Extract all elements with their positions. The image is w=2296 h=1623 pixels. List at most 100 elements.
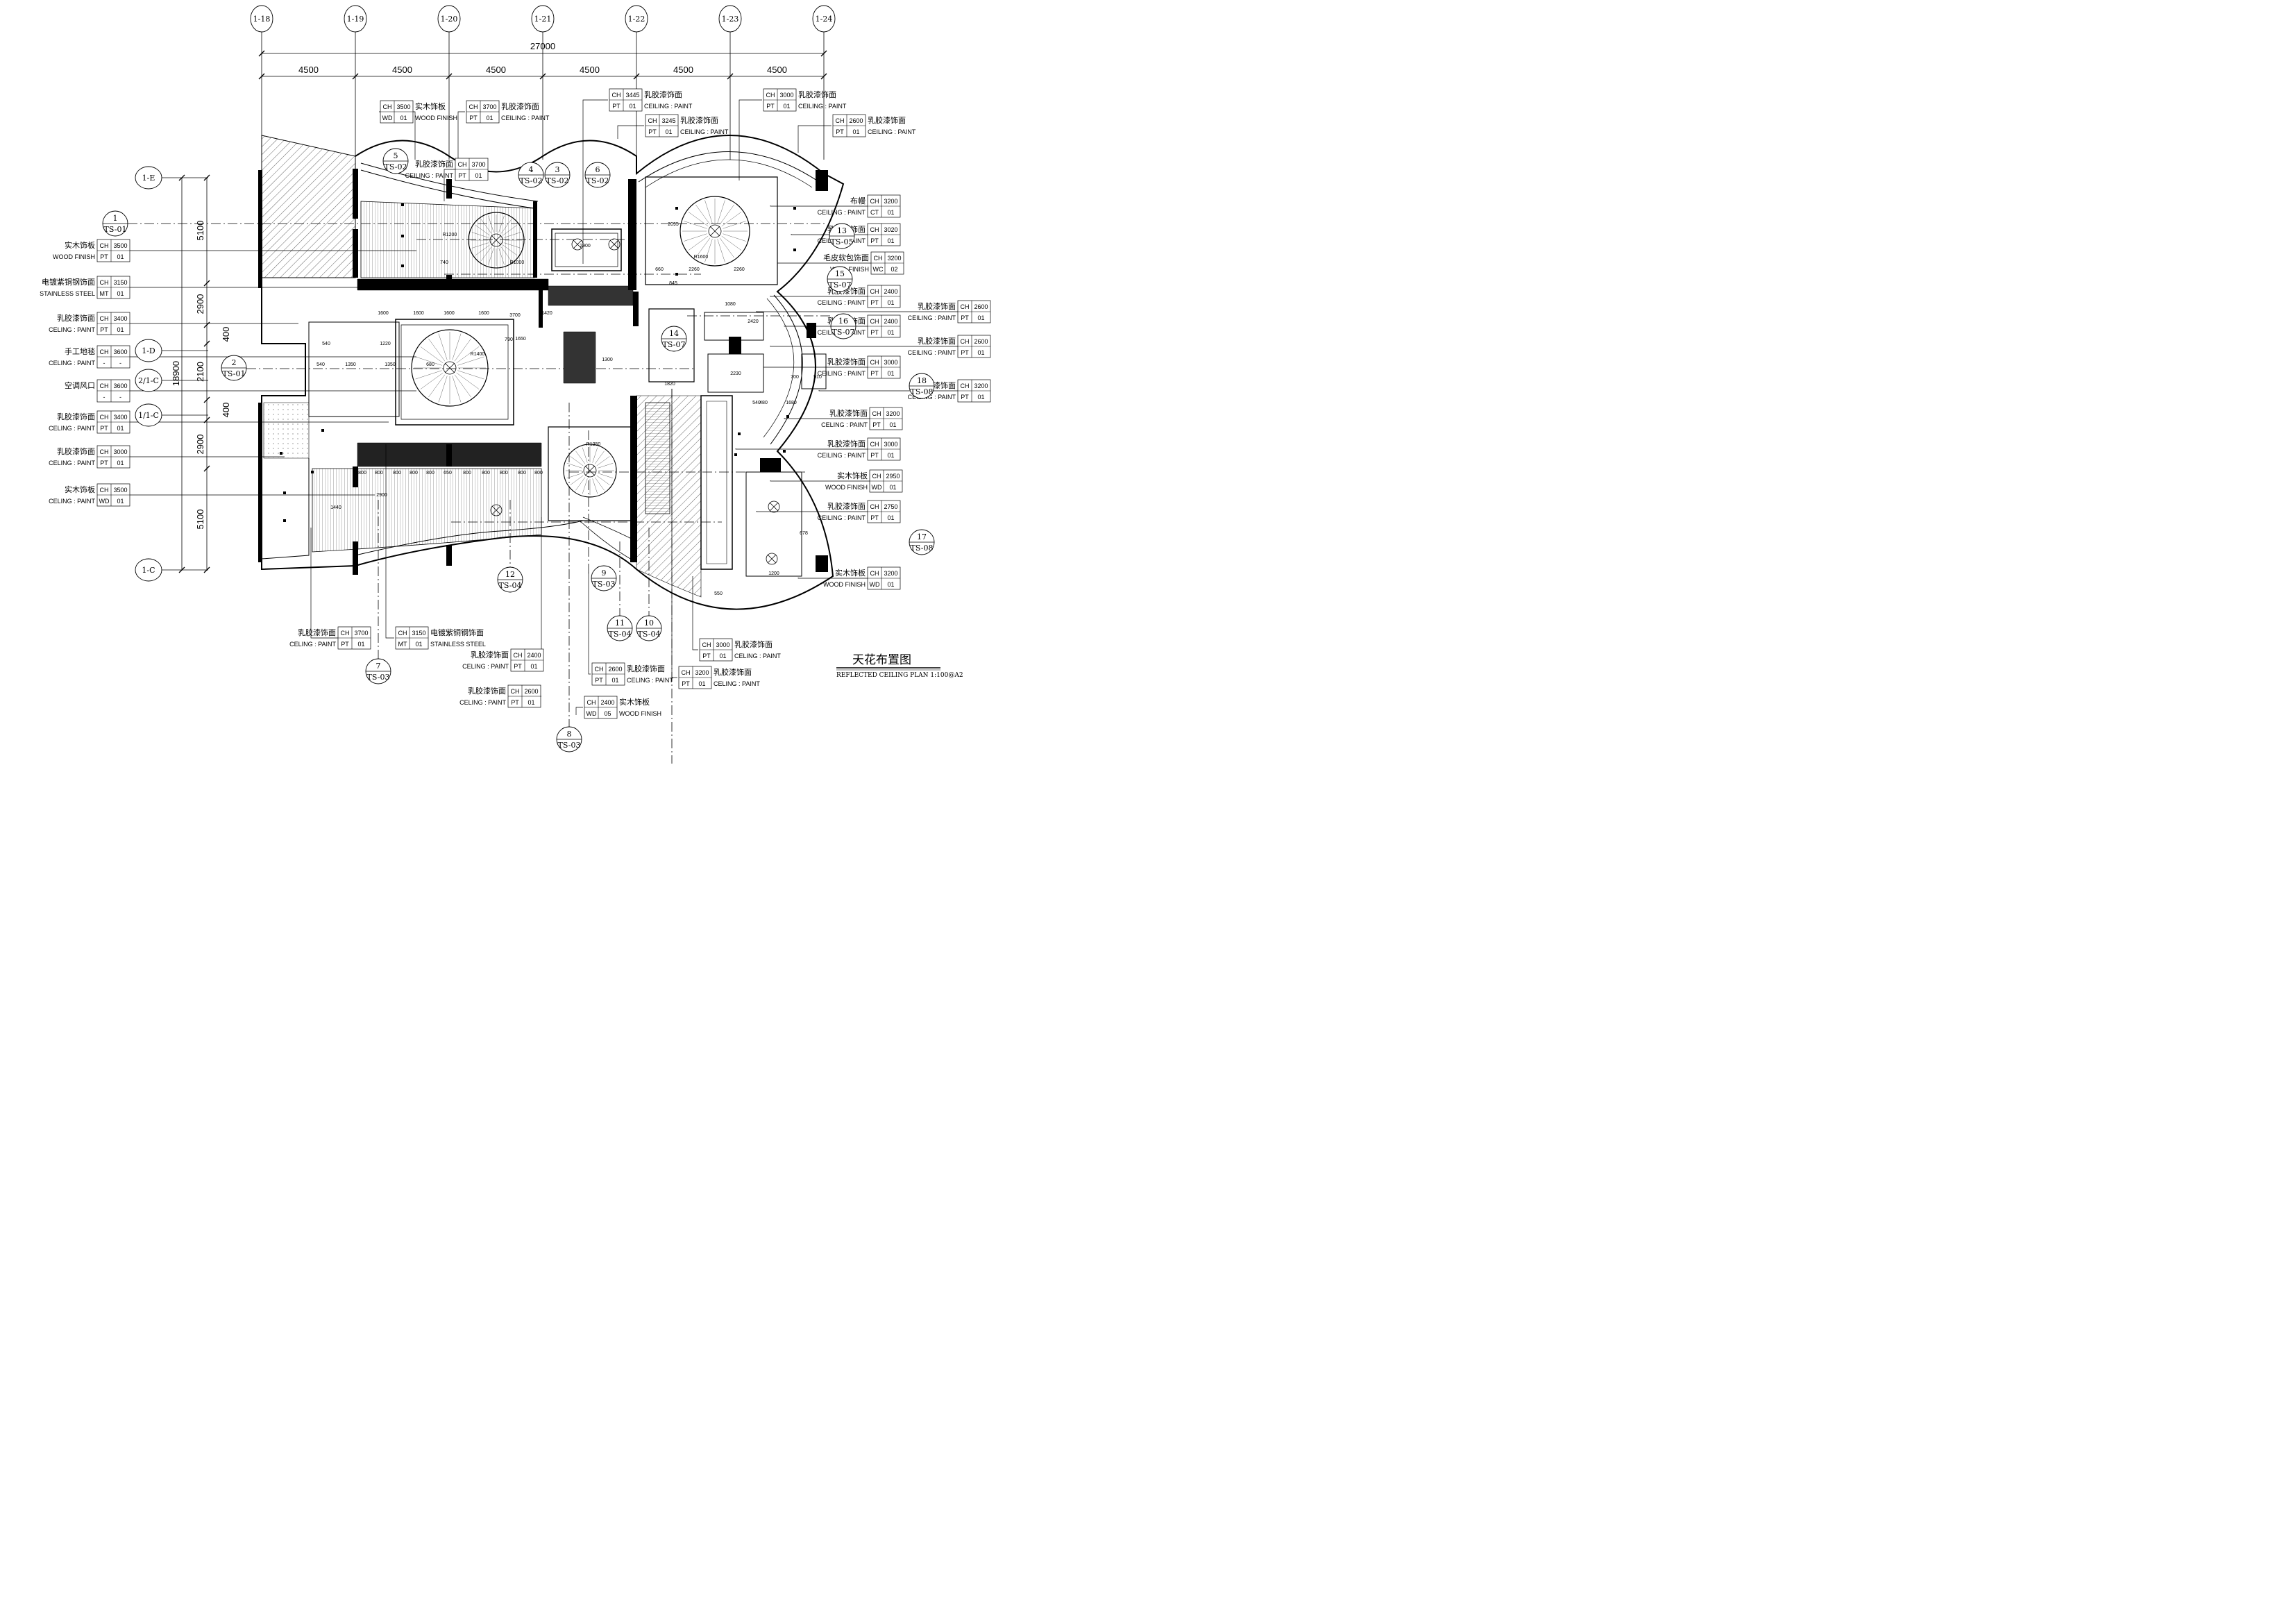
tag-material-number: 01 [698, 680, 705, 687]
tag-material: PT [100, 326, 108, 333]
wall [446, 275, 452, 287]
tag-material: PT [872, 421, 881, 428]
tag-material: PT [595, 677, 603, 684]
plan-geometry [770, 294, 803, 445]
plan-geometry [400, 324, 509, 420]
tag-description-en: CELING : PAINT [462, 663, 509, 670]
tag-material: PT [100, 425, 108, 432]
dimension-total-vertical: 18900 [171, 361, 181, 386]
plan-geometry [360, 201, 535, 278]
dimension-span: 4500 [298, 65, 319, 75]
tag-height: 3500 [113, 242, 127, 249]
tag-description-en: CELING : PAINT [714, 680, 760, 687]
tag-code: CH [100, 315, 109, 322]
tag-material: PT [870, 237, 879, 244]
section-marker: 7TS-03 [365, 658, 391, 684]
plan-geometry [706, 401, 727, 564]
wall [353, 466, 358, 487]
room-dimension: 790 [505, 337, 513, 342]
room-dimension: 1080 [725, 302, 736, 307]
tag-description-en: CEILING : PAINT [818, 370, 866, 377]
wall [446, 444, 452, 466]
tag-height: 2750 [884, 503, 897, 510]
tag-material-number: 01 [486, 115, 493, 121]
tag-code: CH [100, 414, 109, 421]
section-marker-number: 2 [232, 358, 237, 367]
tag-code: CH [100, 348, 109, 355]
section-marker-sheet: TS-02 [385, 162, 407, 171]
room-radius: R1600 [694, 255, 709, 260]
leader-line [671, 389, 677, 678]
tag-code: CH [870, 226, 879, 233]
room-dimension: 1600 [444, 311, 455, 316]
tag-description-cn: 乳胶漆饰面 [57, 313, 95, 323]
section-marker-sheet: TS-08 [911, 387, 934, 396]
wall [539, 286, 543, 328]
section-marker-sheet: TS-07 [832, 328, 855, 337]
tag-material-number: 02 [890, 266, 897, 273]
tag-material: PT [870, 329, 879, 336]
room-dimension: 800 [482, 471, 490, 476]
tag-code: CH [511, 688, 520, 695]
grid-bubble-row: 1-E [135, 166, 162, 190]
tag-height: 3400 [113, 315, 127, 322]
room-radius: R1000 [510, 260, 525, 265]
room-dimension: 2420 [748, 319, 759, 324]
tag-material: PT [766, 103, 775, 110]
grid-bubble-column: 1-22 [625, 5, 648, 33]
tag-description-cn: 乳胶漆饰面 [868, 115, 906, 125]
downlight [783, 450, 786, 453]
section-marker-sheet: TS-04 [638, 630, 661, 639]
tag-material-number: 01 [887, 514, 894, 521]
leader-line [310, 528, 338, 639]
plan-geometry [357, 278, 549, 291]
room-dimension: 540 [322, 342, 330, 346]
tag-description-en: CEILING : PAINT [908, 349, 956, 356]
tag-description-cn: 布幔 [850, 196, 866, 205]
tag-material: PT [870, 514, 879, 521]
light-fixture [768, 501, 780, 513]
tag-leader-lines [130, 99, 958, 715]
plan-geometry [645, 176, 778, 285]
tag-description-cn: 乳胶漆饰面 [680, 115, 718, 125]
grid-label: 1/1-C [138, 411, 159, 420]
section-marker-sheet: TS-01 [104, 225, 127, 234]
leader-line [770, 205, 868, 207]
wall [633, 292, 639, 326]
leader-line [797, 125, 832, 153]
tag-description-cn: 空调风口 [65, 380, 95, 390]
wall [807, 323, 816, 338]
downlight [786, 415, 789, 418]
leader-line [770, 480, 870, 482]
tag-description-en: CELING : PAINT [49, 326, 95, 333]
section-marker-number: 1 [113, 214, 118, 223]
tag-material: PT [648, 128, 657, 135]
room-dimension: 800 [358, 471, 366, 476]
section-marker-number: 6 [596, 165, 600, 174]
tag-material: PT [961, 349, 969, 356]
tag-code: CH [648, 117, 657, 124]
tag-material-number: 01 [117, 253, 124, 260]
tag-code: CH [100, 487, 109, 494]
downlight [675, 273, 678, 276]
tag-material: PT [961, 394, 969, 401]
tag-height: 2600 [849, 117, 863, 124]
wall [628, 179, 636, 290]
tag-material-number: 01 [117, 290, 124, 297]
wall [258, 170, 262, 288]
grid-label: 1-E [142, 174, 155, 183]
tag-material-number: 01 [117, 425, 124, 432]
tag-material-number: 01 [783, 103, 790, 110]
